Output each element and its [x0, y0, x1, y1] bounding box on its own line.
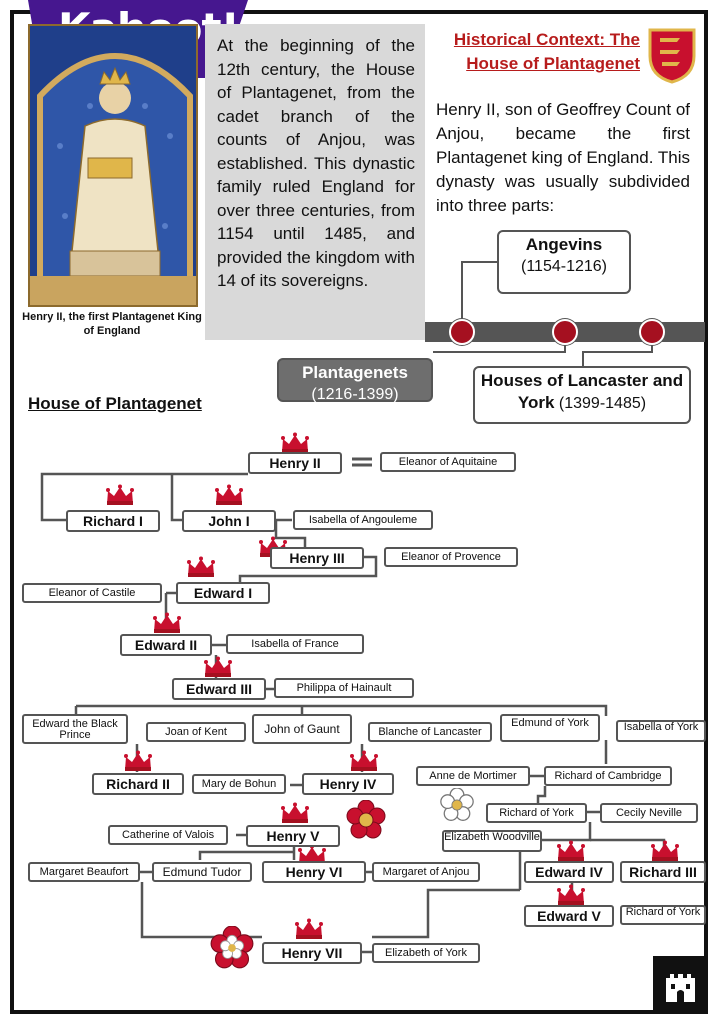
node-henry-iv: Henry IV — [302, 773, 394, 795]
node-richard-cambridge: Richard of Cambridge — [544, 766, 672, 786]
historical-context-title: Historical Context: The House of Plantag… — [453, 30, 640, 73]
crown-icon — [152, 612, 182, 634]
era-lancaster-york-years: (1399-1485) — [558, 395, 647, 412]
node-edward-iv: Edward IV — [524, 861, 614, 883]
node-eleanor-aquitaine: Eleanor of Aquitaine — [380, 452, 516, 472]
portrait-caption: Henry II, the first Plantagenet King of … — [22, 311, 202, 337]
royal-shield-icon — [646, 26, 698, 84]
era-plantagenets-name: Plantagenets — [302, 363, 408, 382]
portrait-illustration — [30, 26, 196, 305]
node-henry-vii: Henry VII — [262, 942, 362, 964]
crown-icon — [105, 484, 135, 506]
node-black-prince: Edward the Black Prince — [22, 714, 128, 744]
node-edmund-tudor: Edmund Tudor — [152, 862, 252, 882]
node-henry-v: Henry V — [246, 825, 340, 847]
node-elizabeth-woodville: Elizabeth Woodville — [442, 830, 542, 852]
crown-icon — [280, 802, 310, 824]
castle-icon[interactable] — [653, 956, 708, 1014]
era-plantagenets: Plantagenets (1216-1399) — [277, 358, 433, 403]
node-henry-vi: Henry VI — [262, 861, 366, 883]
era-angevins-name: Angevins — [525, 235, 603, 254]
node-philippa-hainault: Philippa of Hainault — [274, 678, 414, 698]
node-joan-kent: Joan of Kent — [146, 722, 246, 742]
node-eleanor-provence: Eleanor of Provence — [384, 547, 518, 567]
node-isabella-york: Isabella of York — [616, 720, 706, 742]
node-cecily-neville: Cecily Neville — [600, 803, 698, 823]
node-margaret-beaufort: Margaret Beaufort — [28, 862, 140, 882]
node-henry-iii: Henry III — [270, 547, 364, 569]
era-angevins: Angevins (1154-1216) — [497, 230, 631, 294]
white-rose-icon — [440, 787, 474, 822]
node-isabella-france: Isabella of France — [226, 634, 364, 654]
crown-icon — [123, 750, 153, 772]
crown-icon — [650, 840, 680, 862]
era-lancaster-york-name: Houses of Lancaster and York — [480, 371, 684, 412]
node-margaret-anjou: Margaret of Anjou — [372, 862, 480, 882]
era-lancaster-york: Houses of Lancaster and York (1399-1485) — [473, 366, 691, 424]
crown-icon — [214, 484, 244, 506]
node-edward-i: Edward I — [176, 582, 270, 604]
timeline-dot-lancaster-york — [639, 319, 665, 345]
intro-text-box: At the beginning of the 12th century, th… — [205, 24, 425, 340]
node-catherine-valois: Catherine of Valois — [108, 825, 228, 845]
node-blanche-lancaster: Blanche of Lancaster — [368, 722, 492, 742]
node-anne-mortimer: Anne de Mortimer — [416, 766, 530, 786]
node-john-gaunt: John of Gaunt — [252, 714, 352, 744]
node-isabella-angouleme: Isabella of Angouleme — [293, 510, 433, 530]
red-rose-icon — [346, 799, 386, 840]
node-john-i: John I — [182, 510, 276, 532]
node-richard-iii: Richard III — [620, 861, 706, 883]
tudor-rose-icon — [210, 925, 254, 970]
crown-icon — [203, 656, 233, 678]
historical-context-body: Henry II, son of Geoffrey Count of Anjou… — [436, 100, 690, 215]
crown-icon — [349, 750, 379, 772]
node-mary-bohun: Mary de Bohun — [192, 774, 286, 794]
node-edward-iii: Edward III — [172, 678, 266, 700]
crown-icon — [280, 432, 310, 454]
node-eleanor-castile: Eleanor of Castile — [22, 583, 162, 603]
crown-icon — [294, 918, 324, 940]
era-plantagenets-years: (1216-1399) — [311, 386, 399, 403]
family-tree-title: House of Plantagenet — [28, 394, 202, 413]
timeline-dot-angevins — [449, 319, 475, 345]
node-elizabeth-york: Elizabeth of York — [372, 943, 480, 963]
henry-ii-portrait-image — [28, 24, 198, 307]
crown-icon — [186, 556, 216, 578]
crown-icon — [556, 840, 586, 862]
timeline-dot-plantagenets — [552, 319, 578, 345]
node-henry-ii: Henry II — [248, 452, 342, 474]
node-edmund-york: Edmund of York — [500, 714, 600, 742]
node-edward-v: Edward V — [524, 905, 614, 927]
crown-icon — [556, 884, 586, 906]
era-angevins-years: (1154-1216) — [521, 258, 607, 275]
node-richard-york-2: Richard of York — [620, 905, 706, 925]
node-edward-ii: Edward II — [120, 634, 212, 656]
node-richard-i: Richard I — [66, 510, 160, 532]
node-richard-ii: Richard II — [92, 773, 184, 795]
node-richard-york: Richard of York — [486, 803, 587, 823]
